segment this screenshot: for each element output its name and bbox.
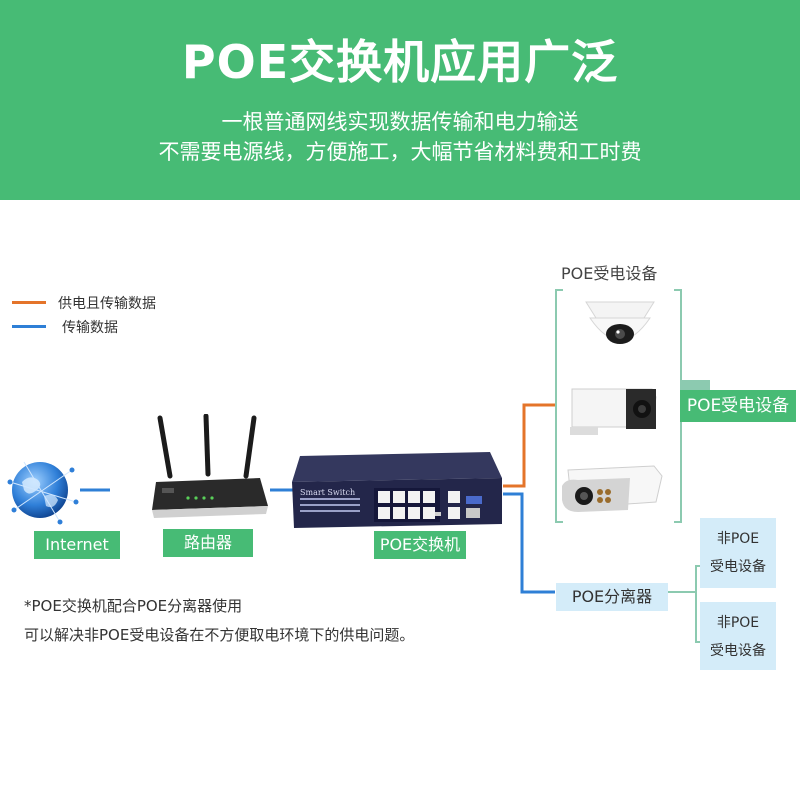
poe-bracket-left — [555, 289, 563, 523]
non-poe-device-1: 非POE 受电设备 — [700, 518, 776, 588]
poe-label-tab — [680, 380, 710, 392]
legend-label-power-data: 供电且传输数据 — [58, 296, 156, 312]
router-image — [152, 414, 268, 518]
legend-orange-line — [12, 301, 46, 304]
non-poe-device-2-line1: 非POE — [716, 615, 760, 631]
switch-brand-text: Smart Switch — [300, 488, 356, 497]
page-title: POE交换机应用广泛 — [181, 35, 619, 89]
legend-label-data: 传输数据 — [62, 320, 118, 336]
poe-devices-label: POE受电设备 — [680, 390, 796, 422]
non-poe-device-1-line1: 非POE — [716, 531, 760, 547]
line-switch-splitter — [503, 492, 555, 594]
subtitle-line-1: 一根普通网线实现数据传输和电力输送 — [221, 110, 579, 134]
poe-switch-label: POE交换机 — [374, 531, 466, 559]
note-line-2: 可以解决非POE受电设备在不方便取电环境下的供电问题。 — [24, 626, 415, 644]
header-banner — [0, 0, 800, 200]
dome-camera-image — [585, 301, 655, 344]
poe-splitter-label: POE分离器 — [556, 583, 668, 611]
globe-icon — [7, 461, 79, 525]
non-poe-device-2-line2: 受电设备 — [710, 643, 766, 659]
note-line-1: *POE交换机配合POE分离器使用 — [24, 597, 243, 615]
bullet-camera-image — [570, 388, 657, 435]
bullet-camera-ir-image — [562, 465, 663, 512]
line-switch-poe-devices — [503, 403, 555, 488]
internet-label: Internet — [34, 531, 120, 559]
subtitle-line-2: 不需要电源线，方便施工，大幅节省材料费和工时费 — [158, 140, 642, 164]
legend-blue-line — [12, 325, 46, 328]
poe-devices-title: POE受电设备 — [561, 264, 658, 283]
poe-switch-image — [292, 452, 502, 528]
router-label: 路由器 — [163, 529, 253, 557]
non-poe-device-2: 非POE 受电设备 — [700, 602, 776, 670]
non-poe-device-1-line2: 受电设备 — [710, 559, 766, 575]
